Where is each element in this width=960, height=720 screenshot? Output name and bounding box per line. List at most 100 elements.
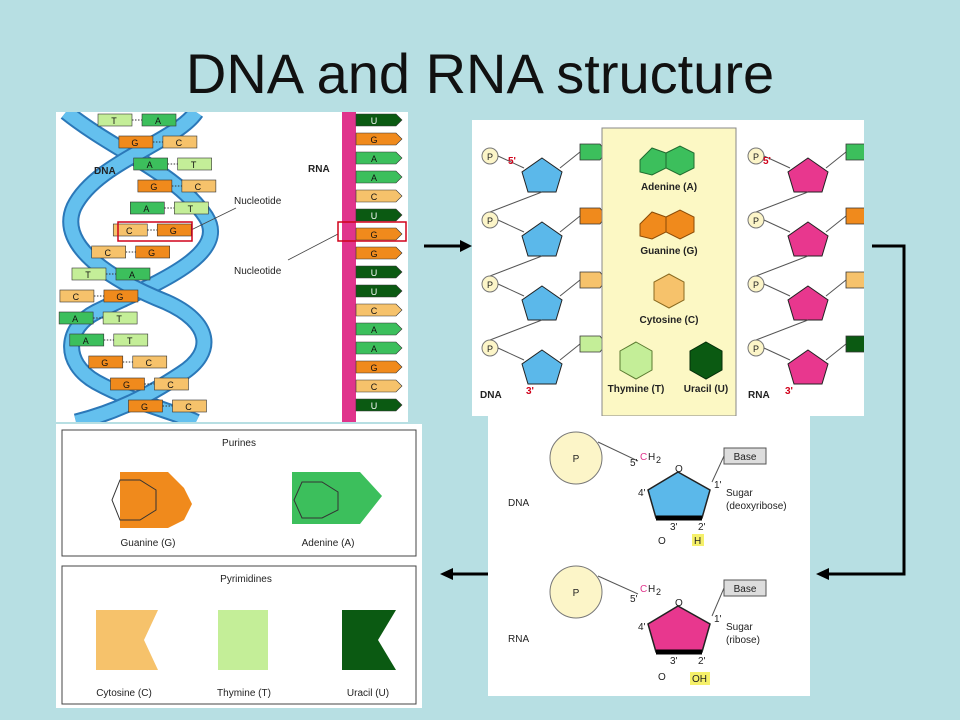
rna-base: C	[355, 303, 403, 317]
rna-base: A	[355, 341, 403, 355]
rna-ring-oxygen: O	[675, 598, 683, 609]
pointer-line-dna	[190, 207, 237, 231]
uracil-icon	[689, 341, 723, 380]
rna-backbone	[342, 112, 356, 422]
dna-ch2-h: H	[648, 452, 655, 463]
rna-base: U	[355, 398, 403, 412]
dna-base-letter: T	[116, 314, 122, 324]
arrow-down-left-head	[816, 568, 829, 580]
slide-title: DNA and RNA structure	[185, 42, 775, 105]
rna-base: U	[355, 208, 403, 222]
helix-rna-label: RNA	[308, 164, 330, 175]
dna-base-letter: C	[73, 292, 80, 302]
dna-base-letter: C	[185, 402, 192, 412]
rna-base-letter: G	[370, 230, 377, 240]
rna-sugar-label: Sugar	[726, 622, 753, 633]
sugar-rna-label: RNA	[508, 634, 529, 645]
nucleotide: P	[747, 271, 873, 341]
dna-phosphate-bond	[597, 441, 639, 462]
adenine-structure	[292, 472, 382, 524]
dna-base-letter: C	[195, 182, 202, 192]
dna-base-letter: G	[150, 182, 157, 192]
dna-5prime: 5'	[508, 156, 516, 167]
adenine-structure-label: Adenine (A)	[302, 538, 355, 549]
dna-base-letter: G	[141, 402, 148, 412]
rna-2prime-oh: OH	[692, 674, 707, 685]
guanine-icon	[639, 209, 695, 240]
rna-base: G	[355, 246, 403, 260]
dna-base-letter: G	[123, 380, 130, 390]
phosphate-label: P	[753, 216, 759, 226]
dna-sugar-type: (deoxyribose)	[726, 501, 787, 512]
dna-base-letter: T	[191, 160, 197, 170]
purines-title: Purines	[222, 438, 256, 449]
rna-base-letter: U	[371, 268, 378, 278]
nucleotide: P	[747, 335, 873, 385]
dna-c3: 3'	[670, 522, 678, 533]
chain-dna-label: DNA	[480, 390, 502, 401]
dna-ch2-sub: 2	[656, 455, 661, 465]
uracil-label: Uracil (U)	[684, 384, 728, 395]
dna-base-letter: C	[146, 358, 153, 368]
cytosine-icon	[653, 273, 685, 309]
rna-base: G	[355, 360, 403, 374]
rna-base-letter: U	[371, 287, 378, 297]
dna-base-letter: G	[170, 226, 177, 236]
dna-c1: 1'	[714, 480, 722, 491]
rna-base: U	[355, 284, 403, 298]
dna-phosphate-icon	[549, 431, 603, 485]
rna-sugar-type: (ribose)	[726, 635, 760, 646]
dna-base-letter: C	[176, 138, 183, 148]
dna-3prime-o: O	[658, 536, 666, 547]
rna-base: A	[355, 170, 403, 184]
dna-3prime: 3'	[526, 386, 534, 397]
deoxyribose-ring	[647, 471, 711, 519]
dna-c2: 2'	[698, 522, 706, 533]
rna-phosphate-label: P	[573, 588, 580, 599]
rna-base-letter: A	[371, 344, 377, 354]
nucleotide: P	[481, 143, 607, 213]
sugar-panel: DNA P C H 2 5' O 4' 1' 3' 2' H O Base Su…	[488, 416, 810, 696]
rna-nucleotide-highlight	[337, 221, 407, 242]
cytosine-structure-label: Cytosine (C)	[96, 688, 152, 699]
sugar-dna-label: DNA	[508, 498, 529, 509]
pyrimidines-title: Pyrimidines	[220, 574, 272, 585]
pointer-line-rna	[287, 233, 339, 261]
rna-c5: 5'	[630, 594, 638, 605]
rna-ch2-c: C	[640, 584, 647, 595]
dna-c5: 5'	[630, 458, 638, 469]
phosphate-label: P	[753, 152, 759, 162]
rna-base-letter: G	[370, 135, 377, 145]
thymine-structure	[218, 610, 268, 670]
dna-base-letter: C	[126, 226, 133, 236]
dna-base-letter: G	[131, 138, 138, 148]
dna-base-letter: G	[101, 358, 108, 368]
helix-dna-label: DNA	[94, 166, 116, 177]
rna-base-letter: C	[371, 382, 378, 392]
cytosine-label: Cytosine (C)	[640, 315, 699, 326]
rna-oh-highlight	[690, 672, 710, 685]
rna-ch2-sub: 2	[656, 587, 661, 597]
rna-base-letter: A	[371, 173, 377, 183]
phosphate-label: P	[487, 280, 493, 290]
dna-base-letter: T	[127, 336, 133, 346]
phosphate-label: P	[487, 344, 493, 354]
rna-base-bond	[711, 587, 725, 617]
dna-base-letter: A	[155, 116, 161, 126]
thymine-label: Thymine (T)	[608, 384, 665, 395]
dna-base-letter: T	[111, 116, 117, 126]
phosphate-label: P	[753, 280, 759, 290]
nucleotide: P	[747, 207, 873, 277]
